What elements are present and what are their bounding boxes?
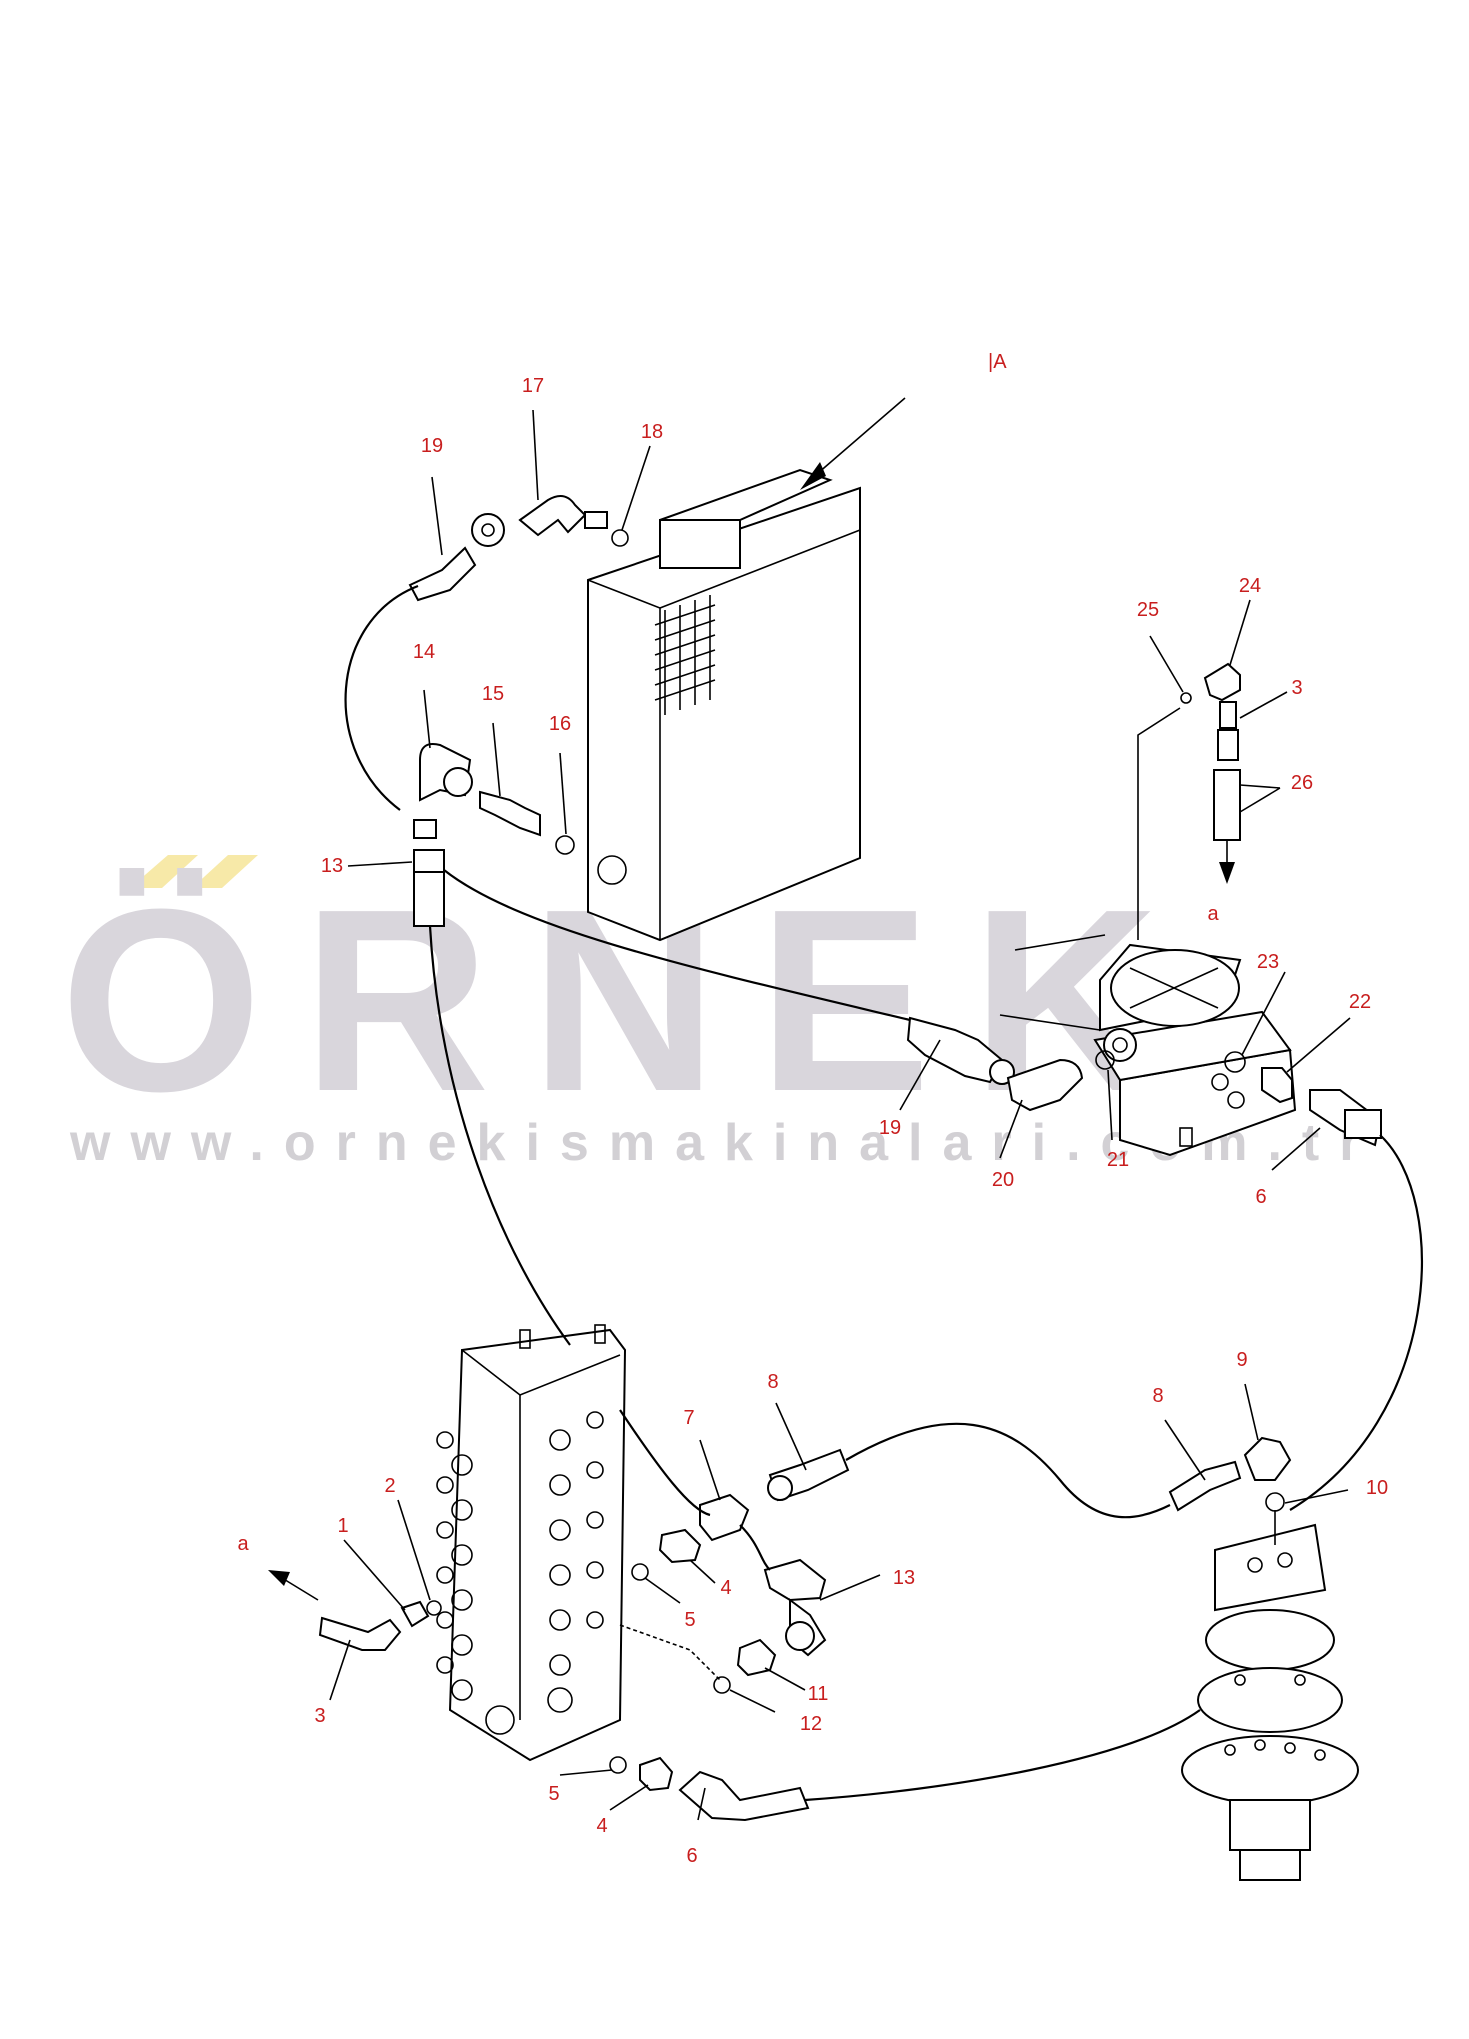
- filter-housing: [999, 934, 1297, 1157]
- callout-22: 22: [1349, 991, 1371, 1013]
- callout-13-low: 13: [893, 1567, 915, 1589]
- o-ring-21: [1095, 1050, 1115, 1070]
- callout-19-mid: 19: [879, 1117, 901, 1139]
- o-ring-10: [1265, 1492, 1285, 1512]
- callout-19-top: 19: [421, 435, 443, 457]
- leader-lines: [329, 409, 1351, 1821]
- flow-marker-low: a: [237, 1533, 249, 1555]
- callout-10: 10: [1366, 1477, 1388, 1499]
- control-valve: [436, 1324, 627, 1762]
- callout-1: 1: [337, 1515, 348, 1537]
- elbow-20: [1006, 1058, 1084, 1112]
- callout-3-low: 3: [314, 1705, 325, 1727]
- hose-end-6-low: [678, 1770, 810, 1822]
- callout-18: 18: [641, 421, 663, 443]
- adapter-7: [699, 1493, 750, 1542]
- o-ring-5-mid: [631, 1563, 649, 1581]
- callout-4-low: 4: [596, 1815, 607, 1837]
- callout-23: 23: [1257, 951, 1279, 973]
- oil-cooler: [587, 468, 861, 942]
- callout-26: 26: [1291, 772, 1313, 794]
- callout-15: 15: [482, 683, 504, 705]
- callout-3-top: 3: [1291, 677, 1302, 699]
- connector-1: [400, 1600, 430, 1628]
- callout-12: 12: [800, 1713, 822, 1735]
- fitting-stack-right: [1137, 662, 1241, 940]
- arrow-a-low: [268, 1570, 319, 1601]
- hose-end-13-top: [413, 849, 445, 927]
- swing-motor: [1181, 1523, 1359, 1881]
- hose-end-6-right: [1309, 1089, 1382, 1147]
- o-ring-12: [713, 1676, 731, 1694]
- elbow-17: [518, 495, 629, 547]
- callout-5-mid: 5: [684, 1609, 695, 1631]
- adapter-15: [479, 790, 575, 855]
- callout-17: 17: [522, 375, 544, 397]
- callout-6-low: 6: [686, 1845, 697, 1867]
- callout-5-low: 5: [548, 1783, 559, 1805]
- watermark-accent-left: [130, 855, 198, 888]
- hose-end-8-right: [1168, 1460, 1242, 1512]
- connector-22: [1261, 1067, 1293, 1104]
- callout-7: 7: [683, 1407, 694, 1429]
- hose-end-13-low: [763, 1558, 827, 1657]
- callout-11: 11: [808, 1683, 829, 1705]
- callout-13-top: 13: [321, 855, 343, 877]
- o-ring-2: [426, 1600, 442, 1616]
- hose-end-8-left: [767, 1448, 850, 1502]
- elbow-9: [1243, 1436, 1292, 1481]
- callout-21: 21: [1107, 1149, 1129, 1171]
- callout-14: 14: [413, 641, 435, 663]
- callout-24: 24: [1239, 575, 1261, 597]
- connector-4-mid: [658, 1528, 702, 1564]
- watermark-accent-right: [192, 855, 258, 888]
- callout-25: 25: [1137, 599, 1159, 621]
- callout-2: 2: [384, 1475, 395, 1497]
- callout-4-mid: 4: [720, 1577, 731, 1599]
- flow-marker-top: a: [1207, 903, 1219, 925]
- callout-labels: 19 17 18 14 15 16 13 25 24 3 26 23 22 19…: [314, 375, 1388, 1867]
- callout-8-right: 8: [1152, 1385, 1163, 1407]
- view-arrow: [800, 397, 906, 490]
- o-ring-5-low: [609, 1756, 627, 1774]
- hose-end-19-top: [408, 513, 505, 602]
- connector-4-low: [639, 1756, 674, 1792]
- view-ref-label: |A: [988, 351, 1007, 373]
- elbow-14: [413, 743, 473, 839]
- callout-16: 16: [549, 713, 571, 735]
- hoses: [344, 584, 1423, 1802]
- o-ring-23: [1224, 1051, 1246, 1073]
- callout-8-left: 8: [767, 1371, 778, 1393]
- callout-6-right: 6: [1255, 1186, 1266, 1208]
- elbow-3-low: [318, 1616, 402, 1651]
- callout-20: 20: [992, 1169, 1014, 1191]
- callout-9: 9: [1236, 1349, 1247, 1371]
